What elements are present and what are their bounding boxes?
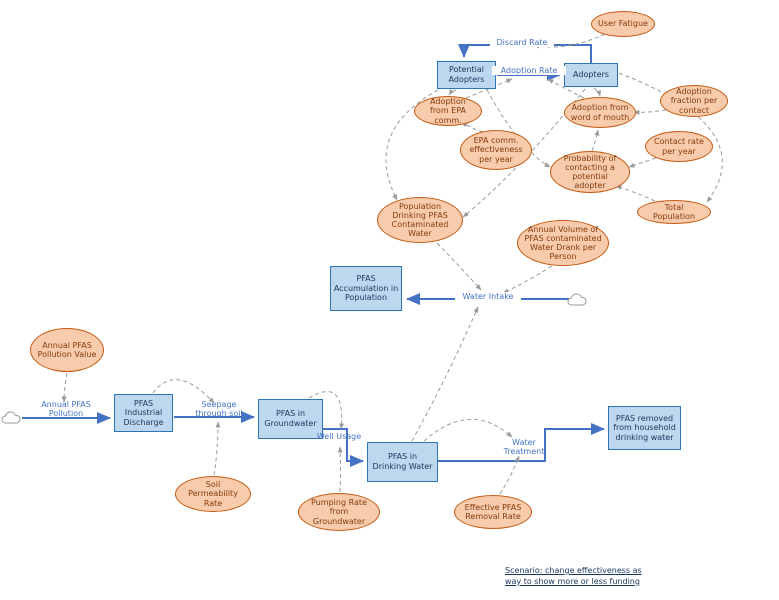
connector-contact-rate-probability bbox=[628, 157, 657, 168]
stock-pfas-in-drinking-water[interactable]: PFAS in Drinking Water bbox=[367, 442, 438, 482]
flow-label-water-intake[interactable]: Water Intake bbox=[455, 292, 521, 302]
variable-adoption-from-epa-comm[interactable]: Adoption from EPA comm. bbox=[414, 96, 482, 126]
variable-label: User Fatigue bbox=[598, 19, 648, 29]
connector-pollution-value-pollution bbox=[61, 372, 68, 403]
flow-label-text: Water Treatment bbox=[503, 438, 545, 457]
stock-label: Adopters bbox=[573, 70, 609, 80]
connector-removal-rate-treatment bbox=[499, 455, 520, 495]
connector-fraction-wom bbox=[633, 109, 667, 115]
variable-label: Adoption from EPA comm. bbox=[430, 97, 466, 125]
variable-effective-pfas-removal-rate[interactable]: Effective PFAS Removal Rate bbox=[454, 495, 532, 529]
variable-label: Adoption fraction per contact bbox=[670, 87, 718, 115]
flow-label-water-treatment[interactable]: Water Treatment bbox=[500, 438, 548, 456]
stock-label: PFAS Industrial Discharge bbox=[123, 398, 164, 427]
flow-pipe-water-treatment bbox=[438, 423, 605, 462]
flow-label-text: Well Usage bbox=[316, 432, 362, 441]
cloud-source-left[interactable] bbox=[1, 411, 21, 424]
stock-label: PFAS Accumulation in Population bbox=[333, 274, 399, 303]
variable-label: Probability of contacting a potential ad… bbox=[563, 153, 617, 191]
variable-label: Effective PFAS Removal Rate bbox=[464, 502, 522, 521]
connector-probability-wom bbox=[591, 129, 600, 152]
stock-pfas-in-groundwater[interactable]: PFAS in Groundwater bbox=[258, 399, 323, 439]
stock-label: PFAS in Groundwater bbox=[264, 409, 317, 428]
variable-label: Annual Volume of PFAS contaminated Water… bbox=[524, 224, 602, 262]
connector-annual-volume-water-intake bbox=[502, 265, 553, 294]
stock-adopters[interactable]: Adopters bbox=[564, 63, 618, 87]
variable-adoption-from-word-of-mouth[interactable]: Adoption from word of mouth bbox=[564, 97, 636, 128]
variable-label: Contact rate per year bbox=[654, 137, 704, 156]
connector-wom-adoption-rate bbox=[547, 78, 585, 99]
flow-label-annual-pfas-pollution[interactable]: Annual PFAS Pollution bbox=[37, 400, 95, 418]
variable-label: Total Population bbox=[652, 202, 696, 221]
variable-label: Pumping Rate from Groundwater bbox=[311, 498, 367, 526]
flow-label-adoption-rate[interactable]: Adoption Rate bbox=[492, 66, 566, 76]
variable-label: EPA comm. effectiveness per year bbox=[469, 136, 523, 164]
connector-population-probability bbox=[615, 185, 656, 202]
flow-label-text: Adoption Rate bbox=[500, 66, 558, 75]
variable-annual-pfas-pollution-value[interactable]: Annual PFAS Pollution Value bbox=[30, 328, 104, 372]
flow-label-text: Seepage through soil bbox=[195, 400, 243, 419]
stock-label: Potential Adopters bbox=[448, 65, 485, 84]
flow-label-text: Annual PFAS Pollution bbox=[41, 400, 91, 419]
variable-adoption-fraction-per-contact[interactable]: Adoption fraction per contact bbox=[660, 85, 728, 117]
connector-pumping-well-usage bbox=[337, 446, 343, 493]
flow-label-text: Water Intake bbox=[462, 292, 514, 301]
flow-pipe-well-usage bbox=[323, 428, 364, 467]
flow-label-discard-rate[interactable]: Discard Rate bbox=[490, 38, 554, 48]
flow-label-text: Discard Rate bbox=[496, 38, 548, 47]
stock-pfas-industrial-discharge[interactable]: PFAS Industrial Discharge bbox=[114, 394, 173, 432]
variable-probability-of-contacting[interactable]: Probability of contacting a potential ad… bbox=[550, 151, 630, 193]
variable-annual-volume-per-person[interactable]: Annual Volume of PFAS contaminated Water… bbox=[517, 220, 609, 266]
cloud-icon bbox=[567, 293, 587, 306]
variable-epa-comm-effectiveness[interactable]: EPA comm. effectiveness per year bbox=[460, 130, 532, 170]
connector-drinking-water-water-intake bbox=[411, 306, 479, 442]
stock-pfas-accumulation-population[interactable]: PFAS Accumulation in Population bbox=[330, 266, 402, 311]
variable-label: Adoption from word of mouth bbox=[570, 103, 630, 122]
stock-potential-adopters[interactable]: Potential Adopters bbox=[437, 61, 496, 89]
stock-pfas-removed-household[interactable]: PFAS removed from household drinking wat… bbox=[608, 406, 681, 450]
variable-user-fatigue[interactable]: User Fatigue bbox=[591, 11, 655, 37]
stock-label: PFAS in Drinking Water bbox=[372, 452, 433, 471]
connector-discharge-seepage bbox=[152, 379, 215, 404]
variable-label: Soil Permeability Rate bbox=[188, 480, 238, 508]
variable-soil-permeability-rate[interactable]: Soil Permeability Rate bbox=[175, 476, 251, 512]
connector-adopters-wom bbox=[593, 87, 602, 97]
stock-label: PFAS removed from household drinking wat… bbox=[613, 413, 676, 442]
variable-pumping-rate-from-groundwater[interactable]: Pumping Rate from Groundwater bbox=[298, 493, 380, 531]
variable-total-population[interactable]: Total Population bbox=[637, 200, 711, 224]
connector-population-drinking-water-intake bbox=[436, 242, 482, 291]
connector-adopters-total-population bbox=[618, 72, 723, 203]
flow-label-well-usage[interactable]: Well Usage bbox=[312, 432, 366, 441]
cloud-icon bbox=[1, 411, 21, 424]
connector-groundwater-well-usage bbox=[308, 391, 345, 430]
flow-label-seepage-through-soil[interactable]: Seepage through soil bbox=[193, 400, 245, 418]
connector-potential-epa bbox=[448, 89, 457, 96]
variable-population-drinking-pfas-water[interactable]: Population Drinking PFAS Contaminated Wa… bbox=[377, 197, 463, 243]
variable-contact-rate-per-year[interactable]: Contact rate per year bbox=[645, 131, 713, 162]
connector-soil-permeability-seepage bbox=[213, 421, 221, 476]
cloud-source-right[interactable] bbox=[567, 293, 587, 306]
connector-drinking-water-treatment bbox=[423, 418, 513, 442]
variable-label: Population Drinking PFAS Contaminated Wa… bbox=[391, 201, 449, 239]
variable-label: Annual PFAS Pollution Value bbox=[37, 340, 97, 359]
scenario-note: Scenario: change effectiveness as way to… bbox=[505, 566, 642, 586]
